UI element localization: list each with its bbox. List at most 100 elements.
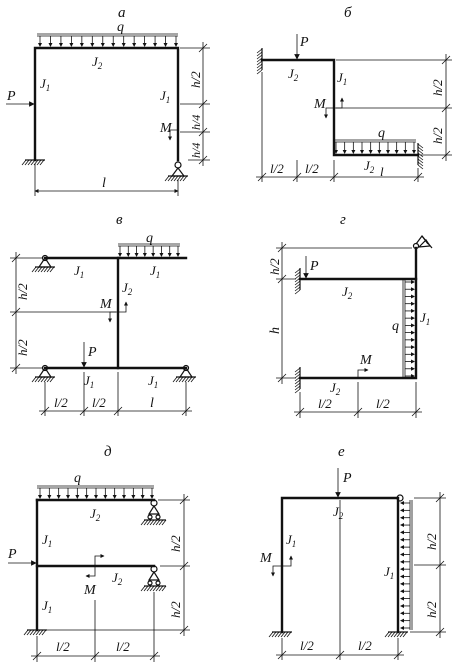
panel-b-dim-horizontal	[256, 72, 424, 182]
panel-v-distributed-load	[118, 243, 180, 257]
panel-v-q-label: q	[146, 231, 153, 246]
panel-g-j2-bot-label: J2	[330, 380, 341, 397]
panel-v-dim-l2a-label: l/2	[54, 395, 68, 410]
panel-e-title: е	[338, 444, 345, 460]
panel-b-m-label: M	[313, 97, 327, 112]
panel-a-j2-label: J2	[92, 54, 103, 71]
panel-e-dim-horizontal	[276, 500, 404, 660]
panel-e-pin-support	[396, 494, 404, 502]
panel-a-j1-right-label: J1	[160, 88, 170, 105]
panel-e-dim-l2b-label: l/2	[358, 638, 372, 653]
panel-b-p-label: P	[299, 35, 309, 50]
panel-e-j1-left-label: J1	[286, 532, 296, 549]
panel-d-p-label: P	[7, 547, 17, 562]
panel-v-p-label: P	[87, 345, 97, 360]
panel-d-roller-support-top	[140, 499, 167, 526]
panel-e-dim-vertical	[410, 492, 446, 638]
panel-a: а q P M J2 J1 J1	[6, 5, 210, 196]
panel-a-q-label: q	[117, 20, 124, 35]
panel-v-pin-support-br	[172, 364, 196, 383]
panel-b: б q P M J2 J1 J2	[256, 5, 452, 182]
panel-d-distributed-load	[37, 485, 154, 499]
panel-b-dim-l2b-label: l/2	[305, 161, 319, 176]
panel-g-dim-l2a-label: l/2	[318, 396, 332, 411]
panel-a-dim-l	[34, 164, 179, 196]
panel-v-j1-bl-label: J1	[84, 373, 94, 390]
panel-a-fixed-support-left	[21, 159, 45, 166]
panel-a-j1-left-label: J1	[40, 76, 50, 93]
panel-g-dim-l2b-label: l/2	[376, 396, 390, 411]
panel-v-pin-support-bl	[31, 364, 55, 383]
panel-d-dim-l2b-label: l/2	[116, 639, 130, 654]
panel-b-j2-top-label: J2	[288, 66, 299, 83]
panel-v-j2-c-label: J2	[122, 280, 133, 297]
panel-g-j2-top-label: J2	[342, 284, 353, 301]
panel-d-fixed-support	[23, 629, 47, 636]
panel-v-j1-br-label: J1	[148, 373, 158, 390]
panel-d-m-label: M	[83, 583, 97, 598]
panel-g-dim-h-label: h	[268, 327, 283, 334]
panel-b-frame	[260, 58, 420, 157]
panel-v-dim-vertical	[10, 252, 116, 374]
panel-g-p-label: P	[309, 259, 319, 274]
panel-a-moment-m	[168, 129, 178, 141]
panel-e: е P M J2 J1 J1	[259, 444, 446, 660]
panel-g-q-label: q	[392, 319, 399, 334]
panel-d-j2-mid-label: J2	[112, 570, 123, 587]
panel-v-moment-m	[118, 301, 128, 313]
panel-g-dim-h2-label: h/2	[267, 258, 282, 275]
panel-d-dim-h2a-label: h/2	[168, 535, 183, 552]
panel-a-frame	[33, 46, 180, 162]
panel-e-frame	[280, 496, 400, 634]
panel-a-dim-h4b-label: h/4	[189, 143, 203, 158]
panel-g-moment-m	[357, 368, 369, 378]
panel-e-p-label: P	[342, 471, 352, 486]
panel-a-title: а	[118, 5, 126, 21]
panel-v-dim-horizontal	[39, 372, 192, 416]
panel-e-m-label: M	[259, 551, 273, 566]
panel-v: в q	[10, 212, 196, 416]
panel-a-distributed-load	[37, 33, 178, 47]
panel-a-dim-h2-label: h/2	[188, 71, 203, 88]
panel-b-dim-h2a-label: h/2	[430, 79, 445, 96]
panel-b-j2-bot-label: J2	[364, 158, 375, 175]
panel-b-j1-label: J1	[337, 70, 347, 87]
panel-a-dim-l-label: l	[102, 176, 106, 191]
panel-a-dim-h4a-label: h/4	[189, 115, 203, 130]
panel-e-moment-m	[282, 555, 293, 567]
panel-g-m-label: M	[359, 353, 373, 368]
panel-d-j1-upper-label: J1	[42, 532, 52, 549]
panel-g: г q P M	[267, 212, 433, 418]
panel-g-dim-vertical	[276, 242, 412, 384]
panel-a-m-label: M	[159, 121, 173, 136]
panel-d-dim-h2b-label: h/2	[168, 601, 183, 618]
panel-g-pin-support	[412, 235, 433, 250]
panel-d-dim-l2a-label: l/2	[56, 639, 70, 654]
panel-a-pin-support-right	[164, 161, 188, 182]
panel-v-m-label: M	[99, 297, 113, 312]
panel-a-p-label: P	[6, 89, 16, 104]
panel-e-dim-l2a-label: l/2	[300, 638, 314, 653]
panel-g-fixed-support-top	[294, 268, 301, 295]
panel-d-dim-vertical	[40, 494, 190, 636]
panel-b-dim-l2a-label: l/2	[270, 161, 284, 176]
panel-e-fixed-support-right	[384, 631, 408, 638]
panel-b-q-label: q	[378, 126, 385, 141]
panel-b-dim-h2b-label: h/2	[430, 127, 445, 144]
panel-d-q-label: q	[74, 471, 81, 486]
panel-a-dim-vertical	[180, 42, 210, 166]
panel-b-distributed-load	[334, 139, 416, 154]
panel-v-dim-h2a-label: h/2	[15, 283, 30, 300]
panel-e-dim-h2a-label: h/2	[424, 533, 439, 550]
panel-v-j1-tl-label: J1	[74, 263, 84, 280]
panel-d-title: д	[104, 444, 112, 460]
panel-g-distributed-load	[402, 279, 415, 378]
panel-e-dim-h2b-label: h/2	[424, 601, 439, 618]
panel-d-j1-lower-label: J1	[42, 598, 52, 615]
panel-d-roller-support-mid	[140, 565, 167, 592]
panel-b-dim-l-label: l	[380, 164, 384, 179]
load-arrows	[38, 36, 178, 47]
panel-v-pin-support-top	[31, 254, 55, 273]
panel-d-j2-top-label: J2	[90, 506, 101, 523]
